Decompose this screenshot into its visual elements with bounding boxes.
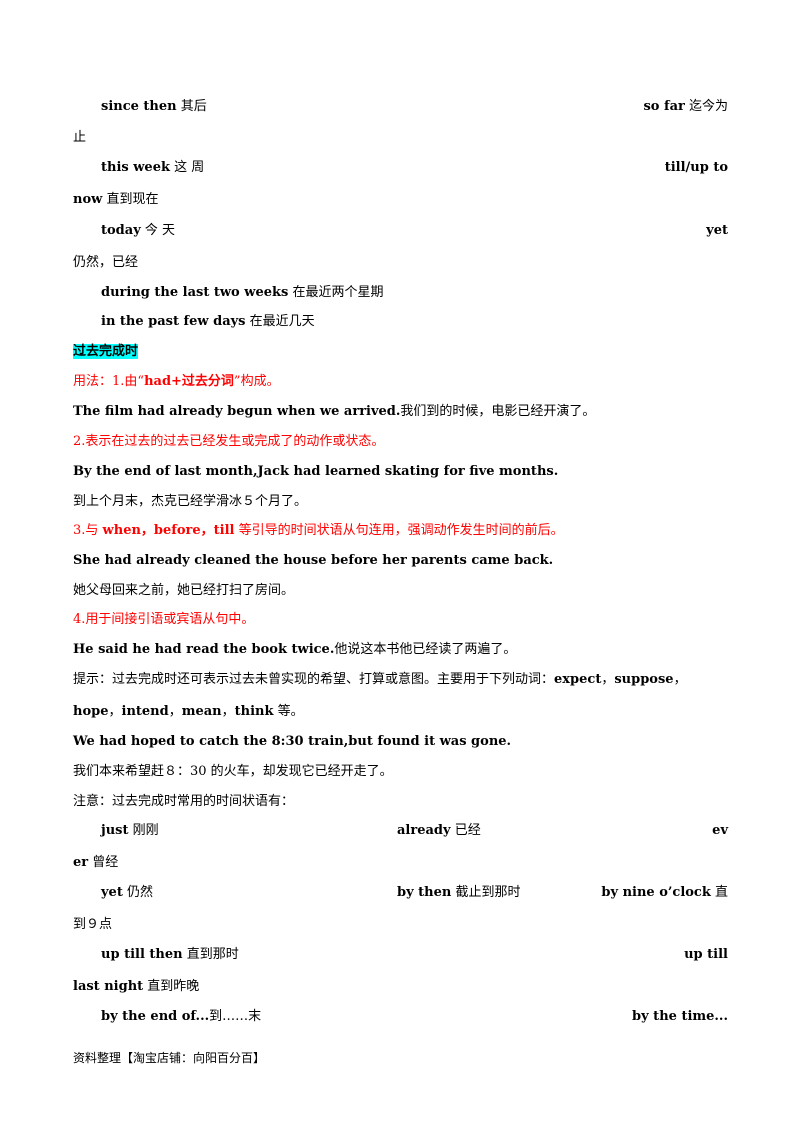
- term: ev: [712, 823, 728, 838]
- term: by then: [397, 885, 452, 900]
- example-en: The film had already begun when we arriv…: [73, 404, 401, 419]
- term: since then: [101, 99, 177, 114]
- term-meaning: 已经: [450, 823, 481, 838]
- time-adverbials-row-5: last night 直到昨晚: [73, 978, 728, 996]
- example-2-en: By the end of last month,Jack had learne…: [73, 464, 559, 479]
- tip-verb: hope: [73, 704, 109, 719]
- term-meaning: 仍然: [122, 885, 153, 900]
- term-meaning: 曾经: [88, 855, 119, 870]
- page-footer: 资料整理【淘宝店铺：向阳百分百】: [73, 1051, 266, 1065]
- vocab-line-2: this week 这 周 till/up to: [101, 159, 728, 177]
- term-meaning: 其后: [176, 99, 207, 114]
- example-5-zh: 我们本来希望赶８：30 的火车，却发现它已经开走了。: [73, 764, 393, 779]
- term: in the past few days: [101, 314, 246, 329]
- term: already: [397, 823, 451, 838]
- vocab-line-5: during the last two weeks 在最近两个星期: [101, 284, 728, 302]
- term: by the end of...: [101, 1009, 210, 1024]
- usage-2: 2.表示在过去的过去已经发生或完成了的动作或状态。: [73, 434, 385, 449]
- vocab-line-1: since then 其后 so far 迄今为: [101, 98, 728, 116]
- time-adverbials-row-6: by the end of...到……末 by the time...: [101, 1008, 728, 1026]
- term: this week: [101, 160, 170, 175]
- usage-text: 3.与: [73, 523, 103, 538]
- term-meaning: 在最近几天: [245, 314, 315, 329]
- term: by nine o’clock: [601, 885, 711, 900]
- term-meaning: 这 周: [169, 160, 205, 175]
- wrapped-text: 到９点: [73, 917, 113, 932]
- section-title: 过去完成时: [73, 344, 139, 359]
- term: so far: [643, 99, 685, 114]
- usage-1: 用法：1.由“had+过去分词”构成。: [73, 373, 728, 391]
- tip-verb: expect: [554, 672, 602, 687]
- example-3-en: She had already cleaned the house before…: [73, 553, 554, 568]
- example-zh: 我们到的时候，电影已经开演了。: [400, 404, 596, 419]
- term: now: [73, 192, 103, 207]
- vocab-line-6: in the past few days 在最近几天: [101, 313, 728, 331]
- time-adverbials-row-2: er 曾经: [73, 854, 728, 872]
- example-3-zh: 她父母回来之前，她已经打扫了房间。: [73, 583, 295, 598]
- tip-verb: suppose: [614, 672, 674, 687]
- note-line: 注意：过去完成时常用的时间状语有：: [73, 794, 295, 809]
- term: yet: [101, 885, 123, 900]
- term: today: [101, 223, 141, 238]
- usage-4: 4.用于间接引语或宾语从句中。: [73, 612, 255, 627]
- example-2-zh: 到上个月末，杰克已经学滑冰５个月了。: [73, 494, 308, 509]
- tip-sep: ，: [168, 704, 182, 719]
- tip-text: 等。: [273, 704, 304, 719]
- term: er: [73, 855, 89, 870]
- term: yet: [706, 223, 728, 238]
- usage-text: 用法：1.由“: [73, 374, 145, 389]
- term: last night: [73, 979, 144, 994]
- term: by the time...: [632, 1009, 728, 1024]
- tip-sep: ，: [673, 672, 687, 687]
- usage-text: 等引导的时间状语从句连用，强调动作发生时间的前后。: [234, 523, 564, 538]
- term-meaning: 直: [710, 885, 728, 900]
- tip-sep: ，: [221, 704, 235, 719]
- example-4: He said he had read the book twice.他说这本书…: [73, 641, 728, 659]
- wrapped-text: 仍然，已经: [73, 255, 139, 270]
- term-meaning: 迄今为: [684, 99, 728, 114]
- term-meaning: 直到那时: [182, 947, 239, 962]
- usage-3: 3.与 when，before，till 等引导的时间状语从句连用，强调动作发生…: [73, 522, 728, 540]
- usage-text: ”构成。: [233, 374, 280, 389]
- term-meaning: 到……末: [209, 1009, 262, 1024]
- example-en: He said he had read the book twice.: [73, 642, 335, 657]
- tip-sep: ，: [108, 704, 122, 719]
- vocab-line-4: today 今 天 yet: [101, 222, 728, 240]
- usage-formula: had+过去分词: [144, 374, 234, 389]
- tip-line-2: hope，intend，mean，think 等。: [73, 703, 728, 721]
- term-meaning: 直到现在: [102, 192, 159, 207]
- term-meaning: 在最近两个星期: [288, 285, 384, 300]
- term: just: [101, 823, 129, 838]
- term-meaning: 刚刚: [128, 823, 159, 838]
- term-meaning: 直到昨晚: [143, 979, 200, 994]
- term: till/up to: [664, 160, 728, 175]
- time-adverbials-row-1: just 刚刚 already 已经 ev: [101, 822, 728, 840]
- example-1: The film had already begun when we arriv…: [73, 403, 728, 421]
- tip-verb: intend: [121, 704, 169, 719]
- time-adverbials-row-3: yet 仍然 by then 截止到那时 by nine o’clock 直: [101, 884, 728, 902]
- term: up till then: [101, 947, 183, 962]
- term: up till: [684, 947, 728, 962]
- tip-verb: think: [234, 704, 274, 719]
- vocab-line-3: now 直到现在: [73, 191, 728, 209]
- usage-keywords: when，before，till: [102, 523, 235, 538]
- term-meaning: 截止到那时: [451, 885, 521, 900]
- term-meaning: 今 天: [140, 223, 176, 238]
- wrapped-text: 止: [73, 130, 87, 145]
- example-5-en: We had hoped to catch the 8:30 train,but…: [73, 734, 512, 749]
- tip-line-1: 提示：过去完成时还可表示过去未曾实现的希望、打算或意图。主要用于下列动词：exp…: [73, 671, 728, 689]
- term: during the last two weeks: [101, 285, 289, 300]
- example-zh: 他说这本书他已经读了两遍了。: [334, 642, 517, 657]
- tip-text: 提示：过去完成时还可表示过去未曾实现的希望、打算或意图。主要用于下列动词：: [73, 672, 555, 687]
- tip-verb: mean: [181, 704, 222, 719]
- section-title-line: 过去完成时: [73, 343, 728, 361]
- time-adverbials-row-4: up till then 直到那时 up till: [101, 946, 728, 964]
- tip-sep: ，: [601, 672, 615, 687]
